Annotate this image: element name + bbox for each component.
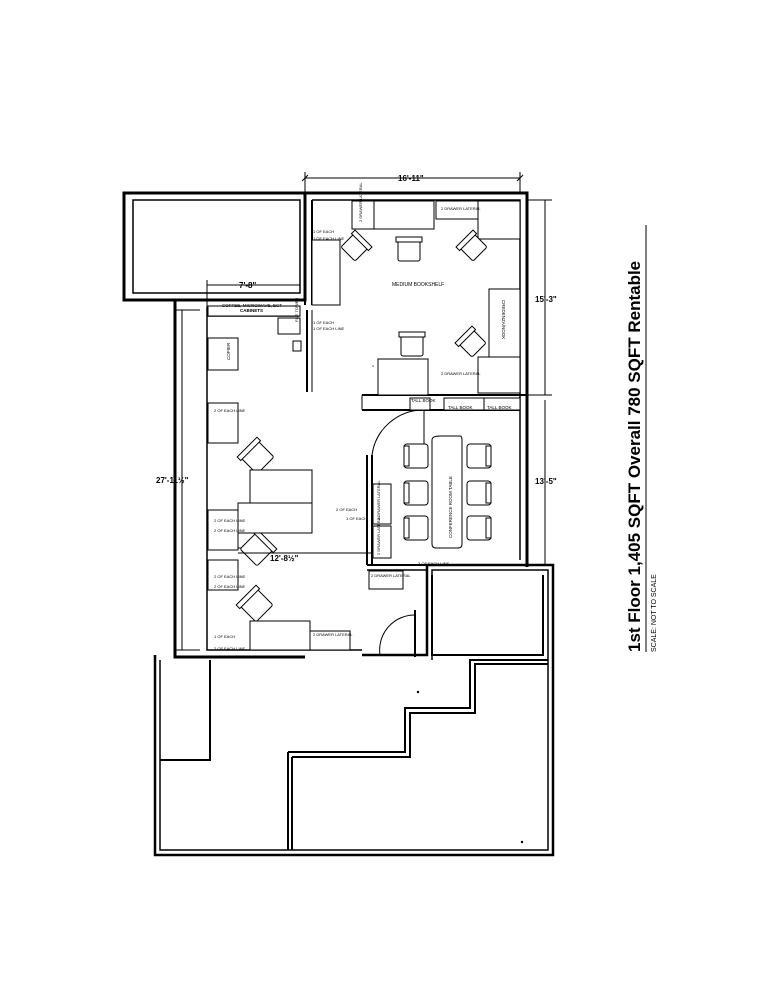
label-coffee: COFFEE, MICROWAVE, ECT: [222, 303, 282, 308]
label-drawer-lateral-5: 2 DRAWER LATERAL: [376, 515, 381, 555]
label-tall-book-1: TALL BOOK: [411, 398, 436, 403]
plan-title: 1st Floor 1,405 SQFT Overall 780 SQFT Re…: [625, 261, 644, 652]
label-three-each-line: 3 OF EACH LINE: [418, 561, 449, 566]
title-block: 1st Floor 1,405 SQFT Overall 780 SQFT Re…: [625, 225, 658, 652]
upper-office-furniture: [207, 200, 521, 411]
dimension-labels: 16'-11" 27'-11½" 7'-8" 15'-3" 13'-5" 12'…: [156, 174, 557, 563]
conference-room: [403, 435, 492, 549]
label-drawer-lateral-1: 2 DRAWER LATERAL: [358, 182, 363, 222]
label-two-each-line-6: 2 OF EACH LINE: [214, 646, 245, 651]
doors: [371, 409, 425, 656]
label-file-tower: FILE TOWER: [294, 298, 299, 322]
dim-kitchen-width: 7'-8": [239, 281, 256, 290]
label-one-each-line-1: 1 OF EACH LINE: [313, 236, 344, 241]
cubicles: [207, 365, 404, 651]
label-cabinets: CABINETS: [240, 308, 263, 313]
label-medium-bookshelf: MEDIUM BOOKSHELF: [392, 282, 444, 288]
label-one-each-line-2: 1 OF EACH LINE: [313, 326, 344, 331]
label-conference-table: CONFERENCE ROOM TABLE: [448, 476, 453, 538]
chairs: [235, 229, 487, 622]
label-drawer-lateral-2: 2 DRAWER LATERAL: [441, 206, 481, 211]
label-one-each-1: 1 OF EACH: [313, 229, 334, 234]
label-tall-book-3: TALL BOOK: [487, 405, 512, 410]
label-one-each-3: 1 OF EACH: [214, 634, 235, 639]
scale-note: SCALE: NOT TO SCALE: [651, 574, 658, 652]
label-credenza: CREDENZA/NOOK: [501, 300, 506, 339]
label-drawer-lateral-3: 2 DRAWER LATERAL: [441, 371, 481, 376]
exterior-walls: [122, 191, 555, 857]
label-copier: COPIER: [226, 342, 231, 360]
dim-right-upper: 15'-3": [535, 295, 557, 304]
label-two-each-line-1: 2 OF EACH LINE: [214, 408, 245, 413]
label-drawer-lateral-6: 2 DRAWER LATERAL: [371, 573, 411, 578]
dimension-lines: [176, 172, 552, 651]
label-two-each-line-4: 2 OF EACH LINE: [214, 574, 245, 579]
label-tall-book-2: TALL BOOK: [448, 405, 473, 410]
label-two-each-3: 2 OF EACH: [336, 507, 357, 512]
dim-left-height: 27'-11½": [156, 476, 189, 485]
label-one-each-2: 1 OF EACH: [313, 320, 334, 325]
label-two-each-line-2: 2 OF EACH LINE: [214, 518, 245, 523]
room-labels: MEDIUM BOOKSHELF COFFEE, MICROWAVE, ECT …: [214, 182, 512, 651]
label-two-each-line-3: 2 OF EACH LINE: [214, 528, 245, 533]
dim-top-width: 16'-11": [398, 174, 424, 183]
label-drawer-lateral-4: 2 DRAWER LATERAL: [376, 480, 381, 520]
dim-right-lower: 13'-5": [535, 477, 557, 486]
label-two-each-line-5: 2 OF EACH LINE: [214, 584, 245, 589]
label-one-each-4: 1 OF EACH: [346, 516, 367, 521]
label-drawer-lateral-7: 2 DRAWER LATERAL: [313, 632, 353, 637]
dim-mid-width: 12'-8½": [270, 554, 299, 563]
